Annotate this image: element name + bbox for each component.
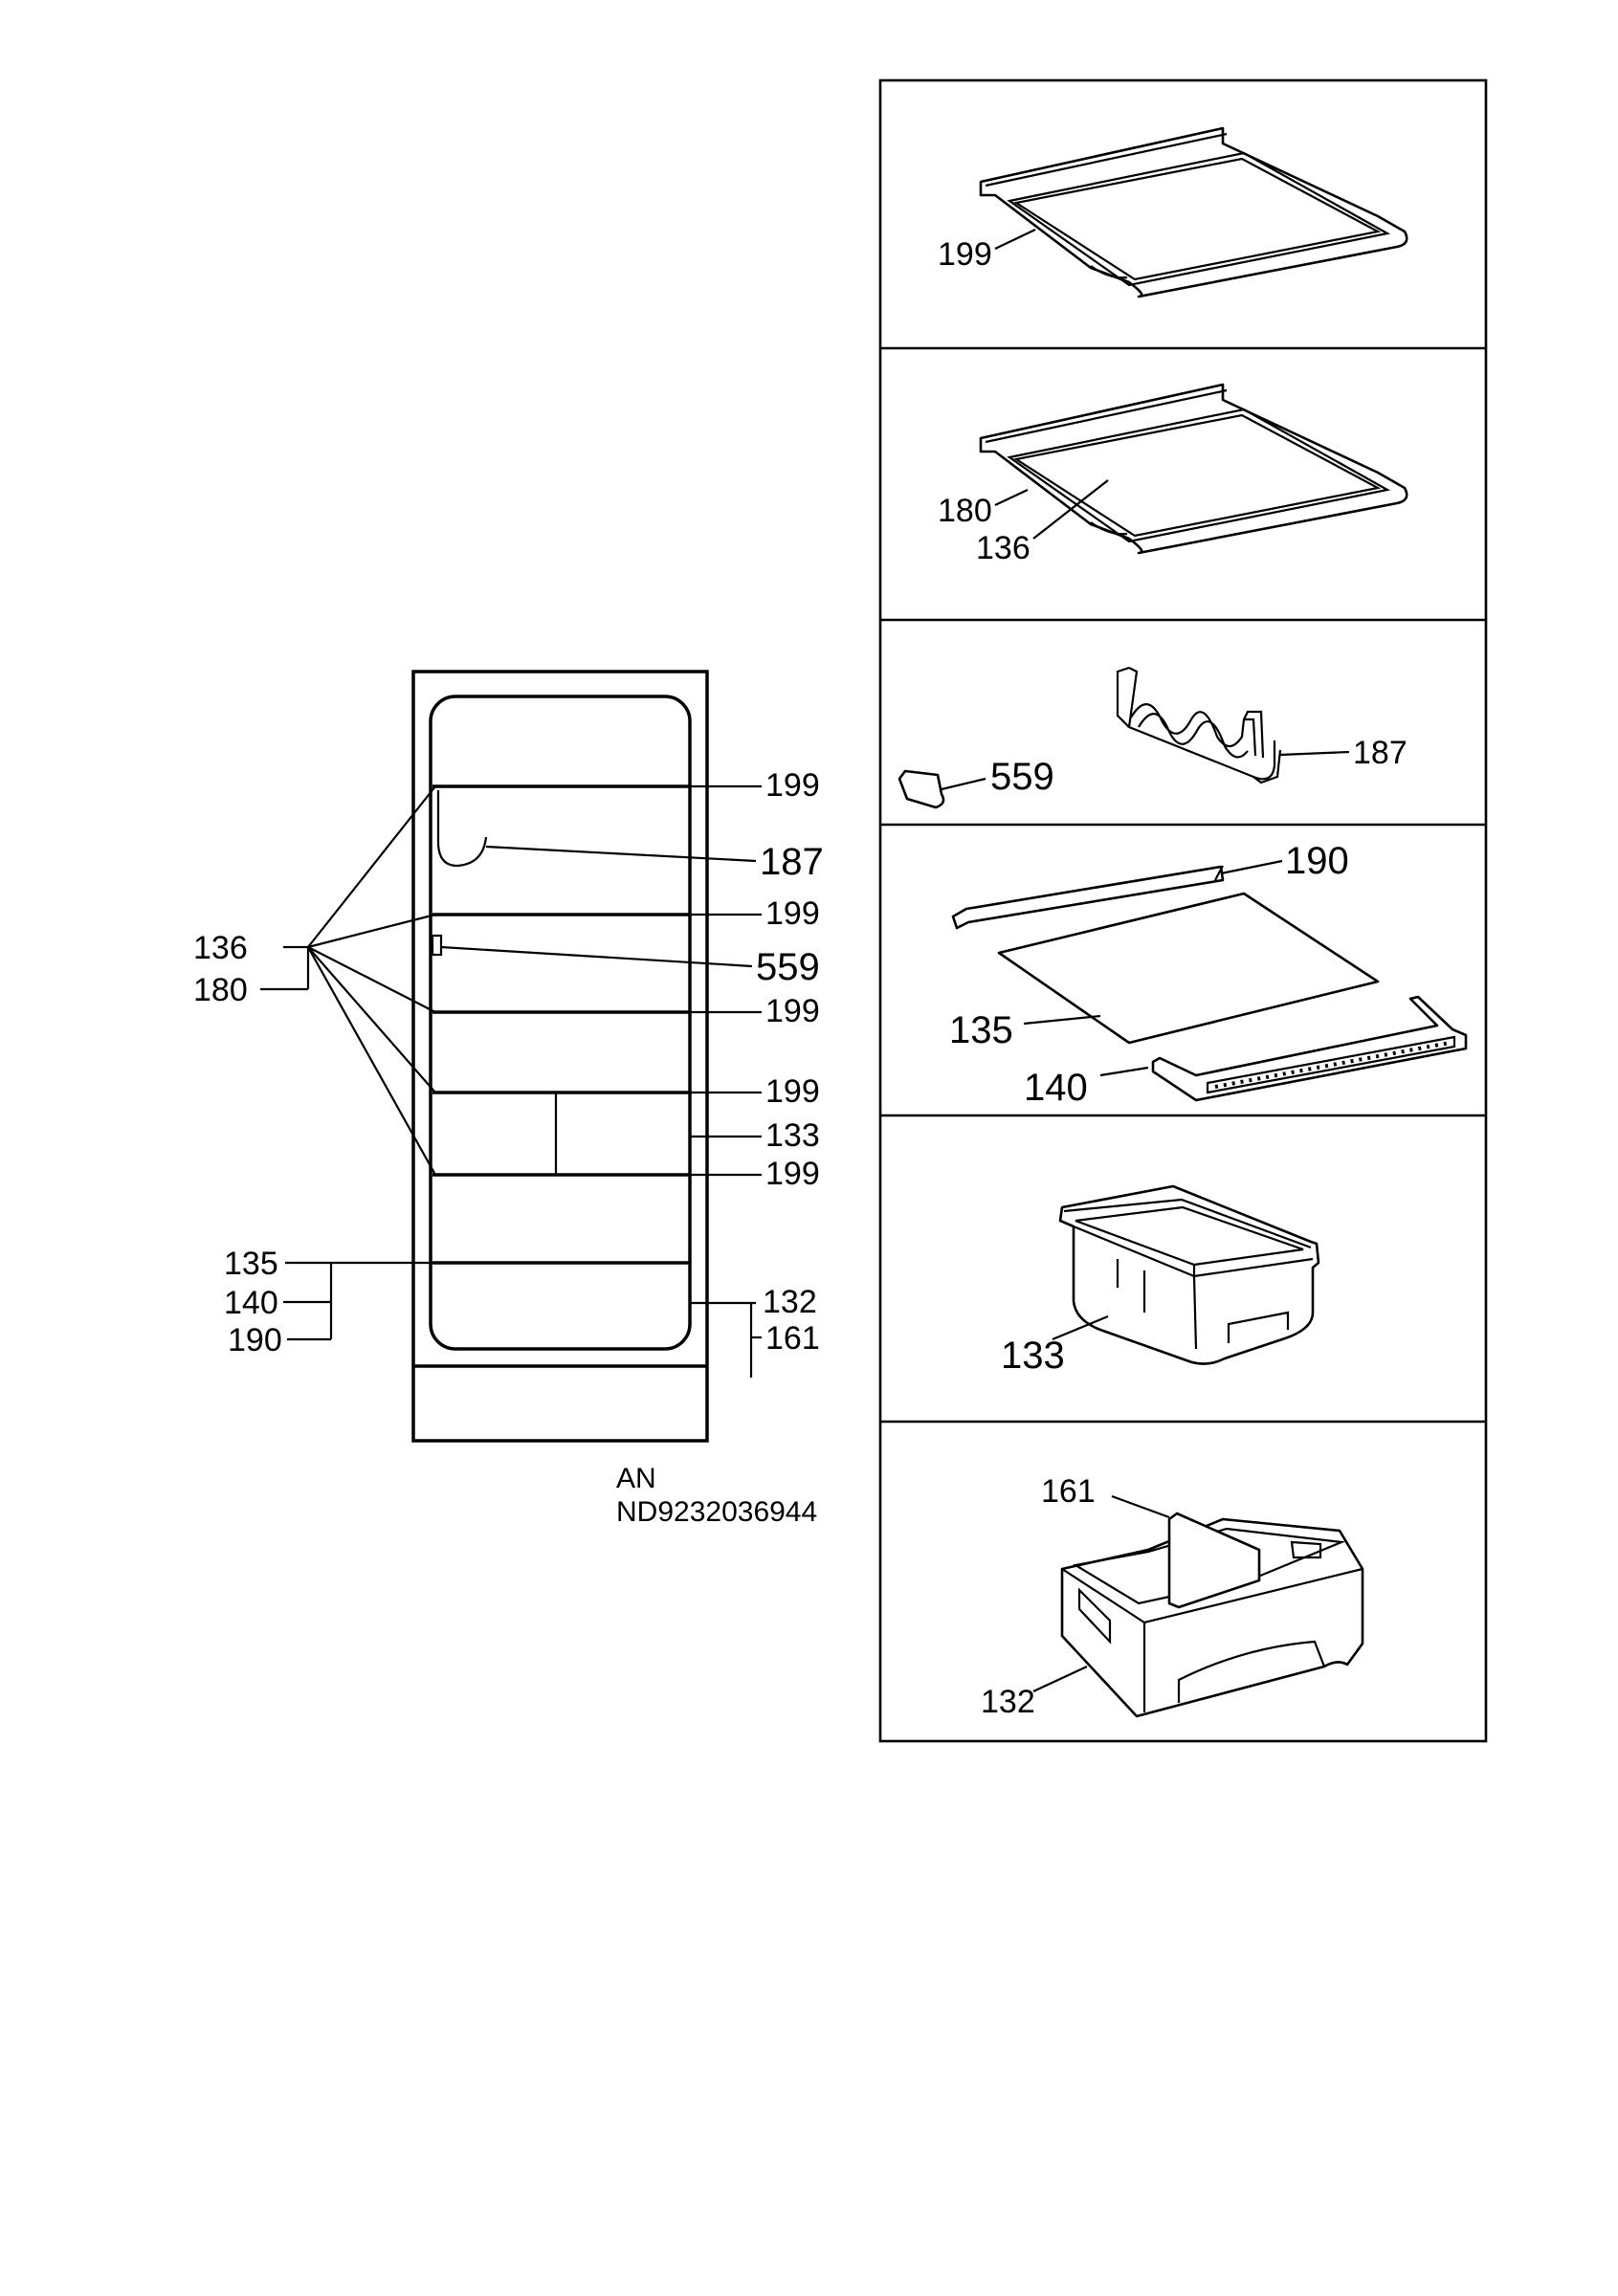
front-trim-190-drawing: [951, 865, 1225, 930]
leader-135-p4: [1023, 1014, 1101, 1026]
label-161-divider: 161: [765, 1320, 820, 1357]
fridge-cabinet: 199 187 199 559 199 199 133 199 132 161 …: [193, 670, 824, 1528]
stopper-marker: [431, 934, 443, 957]
wine-rack-187-drawing: [1116, 666, 1282, 784]
label-199-p1: 199: [938, 236, 992, 273]
right-leader-lines: [440, 784, 762, 1378]
leader-190-p4: [1220, 859, 1283, 875]
label-187-p3: 187: [1353, 735, 1407, 771]
leader-559-p3: [941, 777, 986, 791]
left-lower-leader-lines: [283, 1261, 432, 1341]
label-190-p4: 190: [1285, 840, 1349, 882]
cabinet-outline: [411, 670, 709, 1443]
label-136-glass: 136: [193, 930, 248, 966]
leader-161-p6: [1111, 1494, 1170, 1519]
panel-3-rack: 559 187: [898, 666, 1407, 809]
stopper-559-drawing: [898, 769, 945, 809]
glass-135-drawing: [997, 892, 1380, 1045]
divider-161-drawing: [1167, 1512, 1261, 1609]
leader-133-p5: [1052, 1314, 1109, 1341]
label-136-p2: 136: [976, 530, 1031, 566]
label-135-cover-glass: 135: [224, 1246, 278, 1282]
cabinet-liner: [429, 695, 692, 1351]
panel-4-crisper-cover: 190 135 140: [949, 840, 1468, 1109]
label-140-p4: 140: [1024, 1067, 1088, 1109]
label-132-p6: 132: [981, 1684, 1035, 1720]
leader-132-p6: [1032, 1666, 1088, 1692]
panel-1-shelf: 199: [938, 126, 1408, 298]
label-190-cover-front: 190: [228, 1322, 282, 1358]
panel-6-drawer: 161 132: [981, 1473, 1364, 1720]
label-140-cover-rear: 140: [224, 1285, 278, 1321]
label-199-shelf3: 199: [765, 993, 820, 1029]
caption-an: AN: [616, 1463, 656, 1494]
leader-180-p2: [994, 489, 1029, 506]
label-199-shelf1: 199: [765, 767, 820, 804]
label-559-p3: 559: [990, 756, 1054, 798]
label-187-wine-rack: 187: [760, 841, 824, 883]
panel-2-shelf-frame: 180 136: [938, 383, 1408, 566]
label-161-p6: 161: [1041, 1473, 1096, 1510]
leader-187-p3: [1279, 750, 1350, 757]
label-559-stopper: 559: [756, 946, 820, 988]
shelf-199-drawing: [979, 126, 1408, 298]
label-132-drawer: 132: [763, 1284, 817, 1320]
caption-code: ND9232036944: [616, 1496, 817, 1528]
crisper-133-drawing: [1058, 1184, 1320, 1365]
label-135-p4: 135: [949, 1009, 1013, 1051]
label-180-frame: 180: [193, 972, 248, 1008]
label-133-crisper: 133: [765, 1117, 820, 1154]
label-199-shelf2: 199: [765, 895, 820, 932]
fan-leader-lines: [260, 785, 436, 1176]
parts-panel-frame: [878, 78, 1488, 1743]
wine-rack-hook: [436, 790, 488, 868]
leader-140-p4: [1099, 1066, 1149, 1077]
label-133-p5: 133: [1001, 1335, 1065, 1377]
label-199-shelf4: 199: [765, 1073, 820, 1110]
label-180-p2: 180: [938, 493, 992, 529]
panel-5-crisper: 133: [1001, 1184, 1320, 1377]
label-199-shelf5: 199: [765, 1156, 820, 1192]
shelf-180-drawing: [979, 383, 1408, 555]
leader-199-p1: [994, 229, 1036, 250]
rear-trim-140-drawing: [1151, 995, 1468, 1102]
leader-136-p2: [1032, 479, 1109, 540]
drawer-132-drawing: [1060, 1517, 1364, 1718]
